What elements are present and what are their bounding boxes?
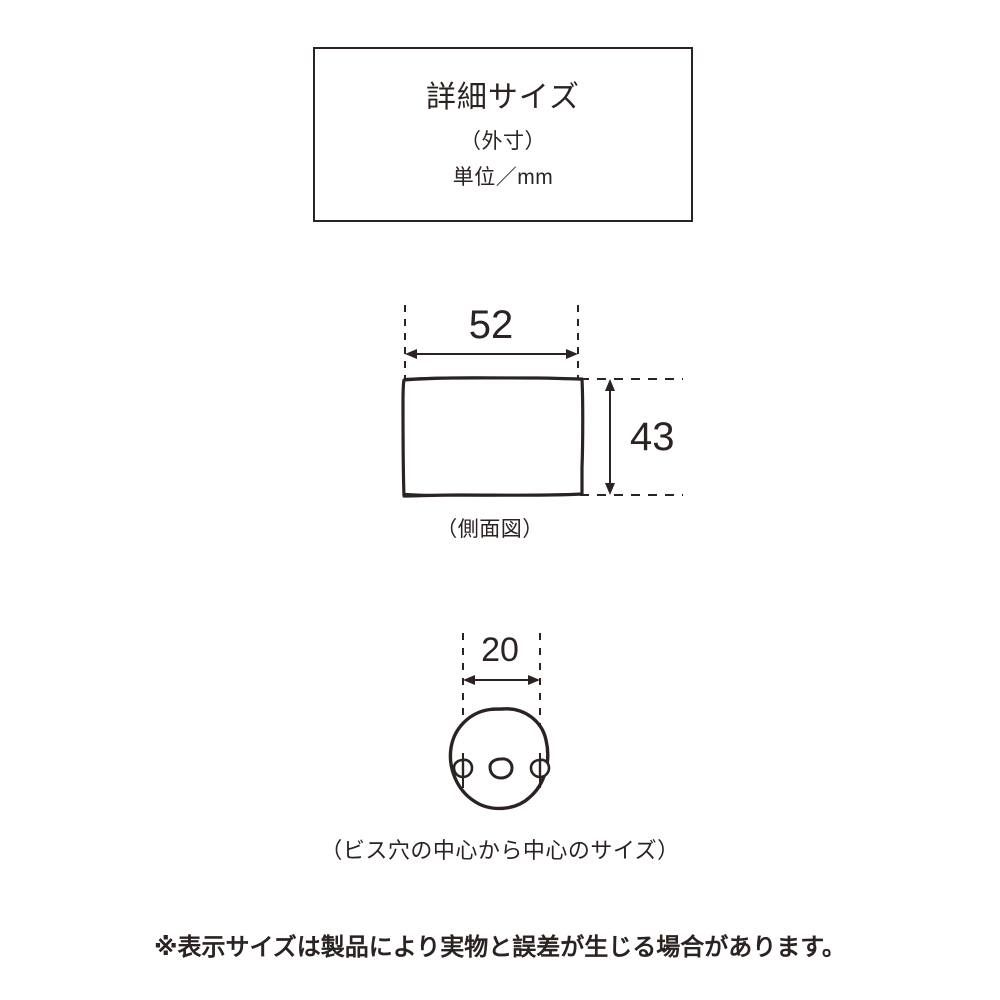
footer-disclaimer-note: ※表示サイズは製品により実物と誤差が生じる場合があります。 (154, 934, 846, 961)
dimension-value-43: 43 (630, 415, 675, 459)
header-unit-note: 単位／mm (452, 166, 554, 189)
arrow-head-left-20 (463, 675, 475, 685)
front-view-caption: （ビス穴の中心から中心のサイズ） (320, 838, 680, 863)
arrow-head-left-52 (405, 349, 417, 359)
header-subtitle-outer-dimension: （外寸） (460, 130, 546, 153)
center-hole (488, 757, 514, 780)
arrow-head-bottom-43 (605, 483, 615, 495)
arrow-head-right-20 (528, 675, 540, 685)
side-view-body-outline (401, 376, 585, 498)
side-view-caption: （側面図） (436, 518, 544, 541)
side-view-top-edge-shade (403, 376, 583, 381)
side-view-bottom-edge-shade (403, 492, 583, 497)
page-title: 詳細サイズ (425, 81, 581, 114)
front-view-figure (420, 625, 600, 840)
arrow-head-top-43 (605, 379, 615, 391)
dimension-value-20: 20 (481, 631, 519, 669)
side-view-drawing (401, 305, 683, 498)
detail-size-header-box: 詳細サイズ （外寸） 単位／mm (313, 47, 693, 222)
side-view-figure (370, 290, 710, 520)
arrow-head-right-52 (566, 349, 578, 359)
dimension-value-52: 52 (468, 303, 514, 347)
front-view-drawing (448, 633, 551, 811)
